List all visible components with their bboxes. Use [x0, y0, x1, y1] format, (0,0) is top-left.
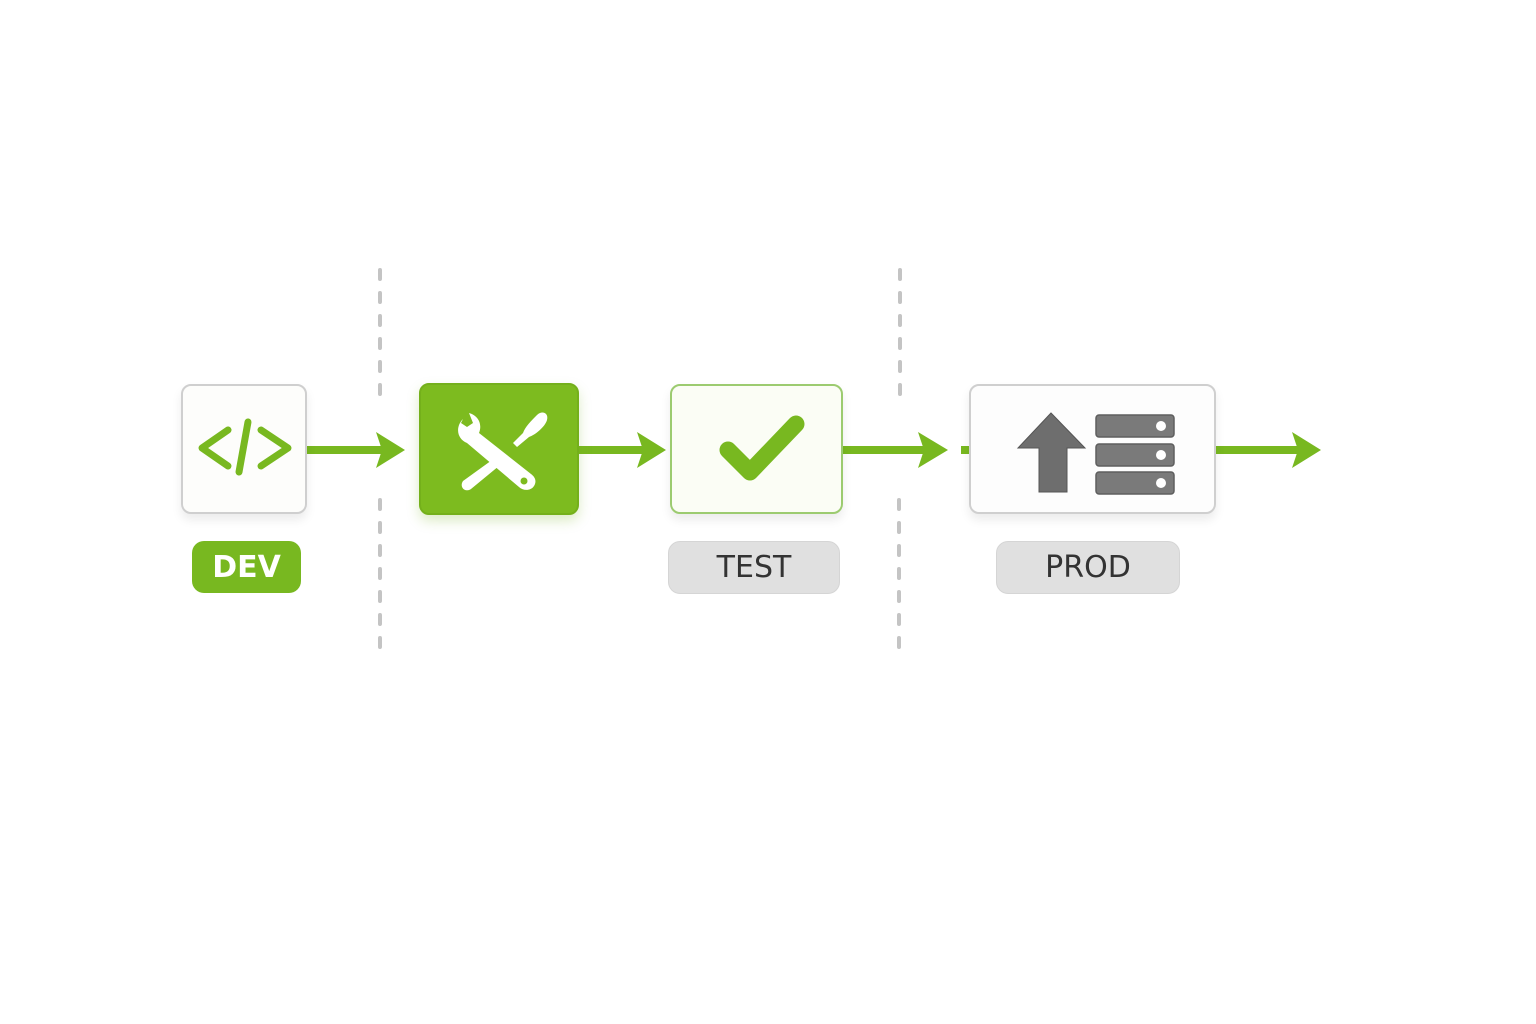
checkmark-icon [719, 415, 805, 481]
server-icon [1095, 414, 1175, 495]
arrow-build-to-test [579, 432, 666, 468]
arrow-dev-to-build [307, 432, 405, 468]
tools-icon [458, 412, 548, 491]
stage-dev-node[interactable] [181, 384, 307, 514]
stage-prod-node[interactable] [969, 384, 1216, 514]
stage-dev-label: DEV [192, 541, 301, 593]
arrow-test-to-prod [843, 432, 969, 468]
upload-arrow-icon [1016, 412, 1087, 493]
deploy-server-icon [1016, 412, 1175, 495]
code-icon [198, 418, 292, 476]
stage-test-label: TEST [668, 541, 840, 594]
stage-test-node[interactable] [670, 384, 843, 514]
stage-prod-label: PROD [996, 541, 1180, 594]
arrow-prod-to-next [1216, 432, 1321, 468]
stage-build-node[interactable] [419, 383, 579, 515]
